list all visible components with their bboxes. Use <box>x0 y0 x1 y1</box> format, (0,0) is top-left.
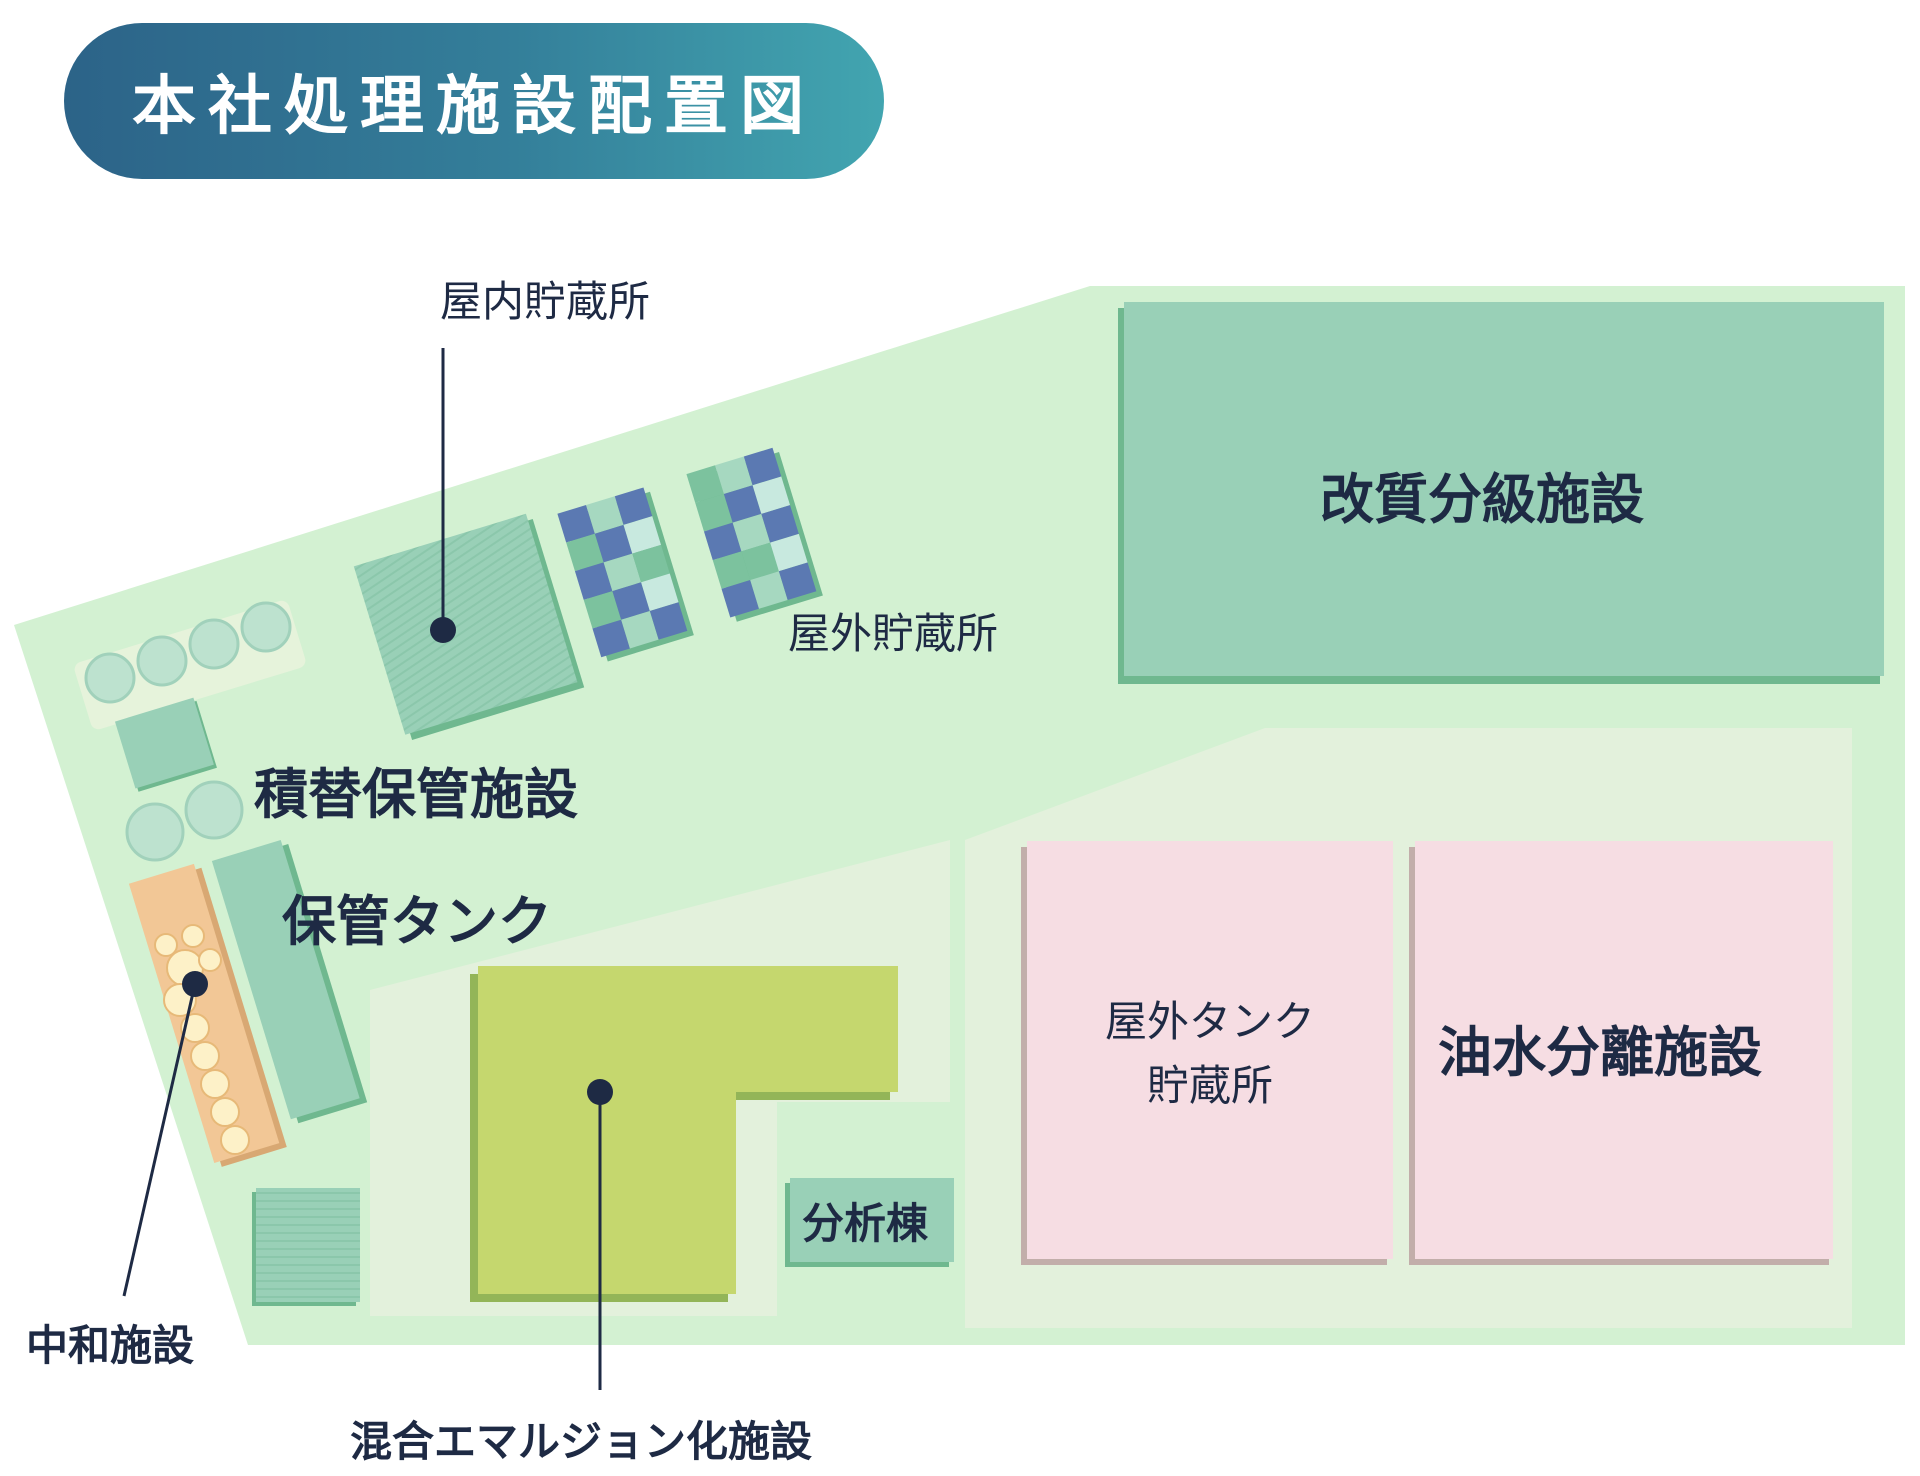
reforming-building <box>1124 302 1884 676</box>
round-tank-3 <box>188 618 240 670</box>
title-banner: 本社処理施設配置図 <box>64 23 884 179</box>
neutralization-tank <box>181 924 205 948</box>
round-tank-1 <box>84 652 136 704</box>
outdoor-storage-block-1 <box>557 487 694 662</box>
label-outdoor-storage: 屋外貯蔵所 <box>788 609 999 658</box>
transshipment-building <box>114 697 217 792</box>
checker-cell <box>686 465 724 503</box>
round-tank-2 <box>136 635 188 687</box>
storage-tank-building <box>211 840 368 1124</box>
checker-cell <box>712 551 751 589</box>
label-neutralization: 中和施設 <box>26 1321 195 1370</box>
checker-cell <box>741 542 779 581</box>
page-title: 本社処理施設配置図 <box>132 70 816 144</box>
checker-cell <box>761 505 799 543</box>
checker-cell <box>732 513 771 552</box>
neutralization-leader-line <box>122 983 197 1297</box>
label-outdoor-tank-storage: 屋外タンク 貯蔵所 <box>1060 990 1360 1118</box>
checker-cell <box>778 562 817 600</box>
round-tank-5 <box>125 802 185 862</box>
label-transshipment-storage: 積替保管施設 <box>254 763 578 826</box>
checker-cell <box>695 493 733 532</box>
checker-cell <box>721 580 759 618</box>
neutralization-tank <box>210 1097 240 1127</box>
checker-cell <box>603 553 642 592</box>
checker-cell <box>750 571 788 609</box>
round-tank-4 <box>240 601 292 653</box>
label-storage-tank: 保管タンク <box>282 890 552 953</box>
checker-cell <box>614 487 653 525</box>
checker-cell <box>592 619 630 658</box>
checker-cell <box>641 573 679 611</box>
neutralization-tank <box>200 1069 230 1099</box>
emulsion-building <box>478 966 898 1294</box>
checker-cell <box>612 582 650 620</box>
round-tank-6 <box>184 780 244 840</box>
small-storage-building <box>256 1188 360 1302</box>
oil-water-separation-building <box>1415 841 1833 1259</box>
checker-cell <box>594 524 633 563</box>
checker-cell <box>574 562 613 600</box>
checker-cell <box>715 456 753 494</box>
label-mixed-emulsion: 混合エマルジョン化施設 <box>350 1417 813 1466</box>
checker-cell <box>703 522 742 561</box>
checker-cell <box>770 533 808 572</box>
label-outdoor-tank-storage-line1: 屋外タンク <box>1104 997 1315 1046</box>
neutralization-tank <box>154 933 178 957</box>
checker-cell <box>752 476 791 514</box>
checker-cell <box>623 516 661 554</box>
label-outdoor-tank-storage-line2: 貯蔵所 <box>1146 1061 1273 1110</box>
checker-cell <box>586 496 624 534</box>
checker-cell <box>583 591 622 629</box>
checker-cell <box>621 610 659 649</box>
neutralization-tanks <box>154 924 250 1155</box>
checker-cell <box>566 533 604 572</box>
neutralization-tank <box>220 1125 250 1155</box>
checker-cell <box>649 602 688 640</box>
neutralization-marker <box>182 971 208 997</box>
label-oil-water-separation: 油水分離施設 <box>1438 1021 1762 1084</box>
label-analysis-building: 分析棟 <box>802 1199 929 1248</box>
emulsion-marker <box>587 1079 613 1105</box>
checker-cell <box>723 485 762 523</box>
label-indoor-storage: 屋内貯蔵所 <box>440 277 651 326</box>
outdoor-tank-storage-building <box>1027 841 1393 1259</box>
checker-cell <box>743 447 782 486</box>
indoor-storage-marker <box>430 617 456 643</box>
checker-cell <box>632 544 670 583</box>
neutralization-tank <box>198 948 222 972</box>
outdoor-storage-block-2 <box>686 447 823 622</box>
neutralization-tank <box>190 1041 220 1071</box>
label-reforming-classification: 改質分級施設 <box>1320 468 1644 531</box>
checker-cell <box>557 505 595 543</box>
indoor-storage-building <box>353 513 585 740</box>
analysis-building <box>790 1178 954 1262</box>
